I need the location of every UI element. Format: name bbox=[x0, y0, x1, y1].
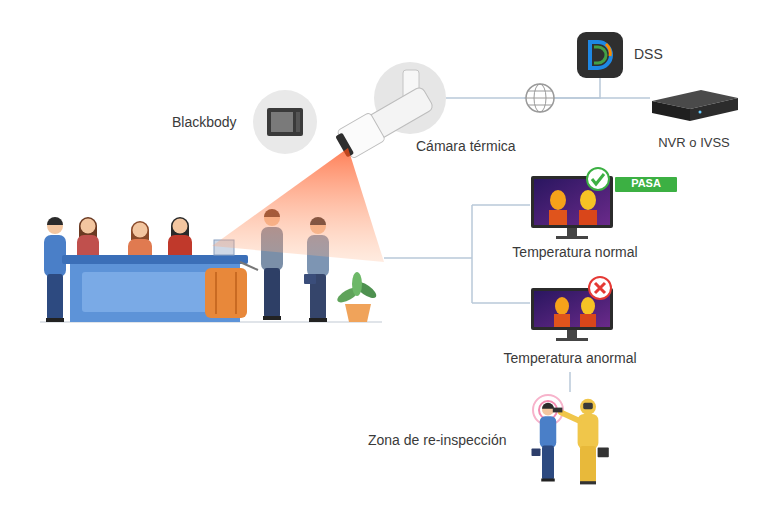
suitcase bbox=[205, 262, 258, 318]
node-label: Blackbody bbox=[172, 114, 237, 131]
nvr-device bbox=[652, 90, 738, 121]
node-label: Zona de re-inspección bbox=[368, 432, 507, 449]
node-label: Temperatura normal bbox=[512, 244, 637, 261]
recorder-node: NVR o IVSS bbox=[650, 86, 746, 154]
person bbox=[44, 217, 66, 322]
thermal-camera bbox=[333, 62, 524, 161]
node-label: NVR o IVSS bbox=[658, 135, 730, 151]
device-node: Blackbody bbox=[168, 88, 324, 156]
monitor bbox=[531, 168, 613, 239]
inspection-scene bbox=[532, 395, 609, 484]
dss-icon bbox=[577, 32, 623, 78]
node-label: DSS bbox=[634, 46, 663, 63]
monitor-node: Temperatura normalPASA bbox=[522, 166, 684, 264]
plant bbox=[335, 272, 379, 322]
thermal-beam bbox=[212, 148, 384, 262]
network-globe bbox=[526, 84, 554, 112]
node-label: Temperatura anormal bbox=[503, 350, 636, 367]
monitor bbox=[531, 277, 613, 341]
connector bbox=[569, 372, 571, 392]
monitor-node: Temperatura anormal bbox=[500, 280, 650, 372]
pass-badge: PASA bbox=[615, 177, 677, 192]
scene-link bbox=[384, 205, 530, 303]
zone-node: Zona de re-inspección bbox=[362, 392, 624, 488]
node-label: PASA bbox=[631, 177, 661, 190]
software-node: DSS bbox=[572, 28, 668, 78]
reception-desk bbox=[62, 240, 248, 322]
node-label: Cámara térmica bbox=[416, 138, 516, 155]
blackbody-icon bbox=[253, 90, 317, 154]
camera-node: Cámara térmica bbox=[338, 58, 524, 160]
